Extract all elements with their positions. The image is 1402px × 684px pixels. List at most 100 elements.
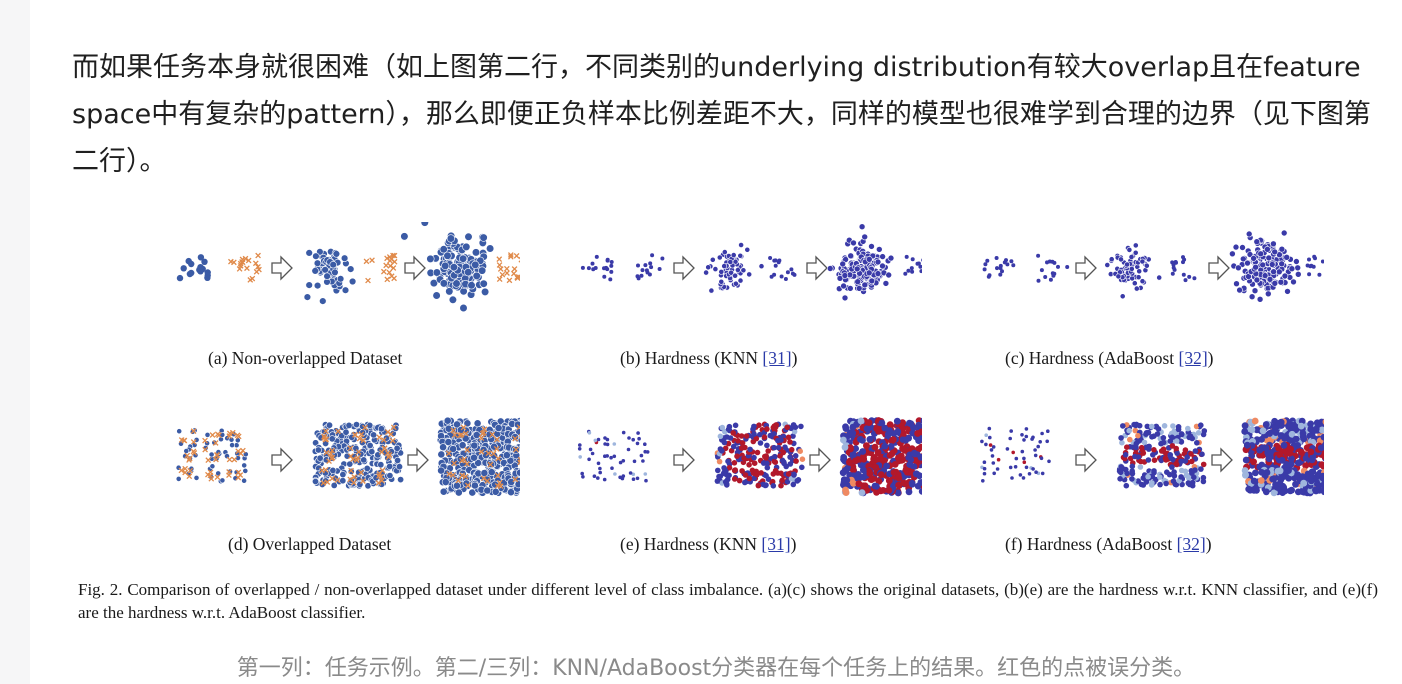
scatter-point [849,450,857,458]
panel-f-label-suffix: ) [1205,534,1212,554]
minority-point [214,451,220,458]
minority-point [510,270,517,277]
scatter-point [483,486,492,495]
scatter-point [914,430,921,437]
scatter-point [640,268,645,273]
scatter-point [1294,459,1302,467]
panel-e-label: (e) Hardness (KNN [31]) [620,534,796,555]
minority-point [253,268,260,275]
scatter-point [1248,426,1256,434]
panel-f-ref[interactable]: [32] [1176,534,1206,554]
scatter-point [920,417,922,424]
hollow-right-arrow-icon [1208,255,1230,281]
scatter-point [718,269,725,275]
scatter-point [879,262,886,270]
minority-point [207,472,214,479]
scatter-point [775,444,782,451]
scatter-point [1297,422,1305,430]
scatter-point [1173,438,1180,444]
scatter-point [842,467,850,474]
scatter-point [472,271,481,281]
scatter-point [990,454,995,458]
minority-point [212,440,219,446]
scatter-point [1272,429,1280,436]
scatter-point [1317,444,1324,452]
scatter-point [1250,477,1258,485]
panel-f-scatter [980,417,1324,497]
scatter-point [462,242,471,252]
minority-point [484,478,491,484]
minority-point [459,457,465,464]
scatter-point [1298,488,1306,495]
scatter-point [196,266,203,274]
panel-d-label-text: (d) Overlapped Dataset [228,534,392,554]
scatter-point [885,477,893,485]
scatter-point [778,470,784,477]
scatter-point [481,287,490,296]
scatter-point [737,277,744,284]
minority-point [506,277,513,284]
minority-point [450,472,456,478]
scatter-point [1283,253,1291,261]
scatter-point [863,425,871,433]
panel-e-ref[interactable]: [31] [761,534,791,554]
minority-point [384,450,391,456]
scatter-point [887,254,895,262]
scatter-point [1239,255,1247,263]
scatter-point [857,435,864,443]
scatter-point [772,453,778,460]
scatter-point [1157,474,1163,480]
minority-point [348,467,354,474]
scatter-point [793,458,799,464]
scatter-point [1311,264,1316,269]
scatter-point [762,482,769,489]
scatter-point [746,462,752,468]
minority-point [455,477,462,484]
scatter-point [514,480,520,489]
scatter-point [1270,489,1278,497]
scatter-point [874,270,882,277]
scatter-point [882,280,890,287]
minority-point [239,259,245,265]
minority-point [490,450,497,457]
scatter-point [1039,268,1044,273]
scatter-point [400,232,409,241]
scatter-point [441,261,450,271]
scatter-point [1280,229,1288,237]
scatter-point [770,483,777,489]
minority-point [379,467,386,474]
scatter-point [744,246,751,253]
panel-c-ref[interactable]: [32] [1178,348,1208,368]
scatter-point [1307,257,1311,262]
scatter-point [229,442,235,448]
scatter-point [1307,448,1315,456]
scatter-point [726,465,733,471]
scatter-point [910,257,915,262]
scatter-point [840,282,847,290]
scatter-point [645,450,650,454]
scatter-point [429,278,439,288]
minority-point [445,450,452,457]
scatter-point [1011,263,1016,268]
scatter-point [1018,473,1023,477]
scatter-point [728,269,734,276]
minority-point [358,431,365,438]
scatter-point [587,457,591,462]
scatter-point [1252,469,1259,477]
scatter-point [1123,466,1129,473]
scatter-point [1119,293,1126,300]
scatter-point [751,431,757,437]
panel-b-ref[interactable]: [31] [762,348,792,368]
scatter-point [643,263,648,268]
scatter-point [992,471,996,476]
scatter-point [314,446,322,454]
minority-point [255,263,261,270]
minority-point [191,450,198,456]
article-sheet: 而如果任务本身就很困难（如上图第二行，不同类别的underlying distr… [30,0,1402,684]
minority-point [485,450,492,457]
minority-point [369,257,375,264]
scatter-point [578,443,582,447]
scatter-point [1129,463,1136,470]
scatter-point [594,254,599,259]
scatter-point [731,467,738,474]
